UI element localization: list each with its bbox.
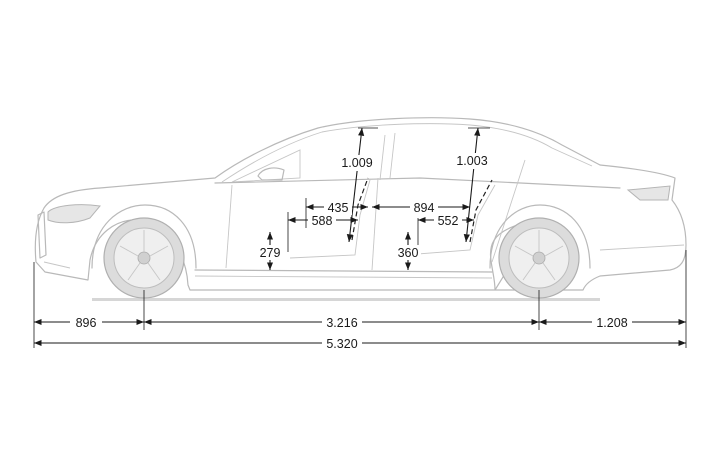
front-overhang-label: 896 (76, 316, 97, 330)
car-silhouette (34, 117, 687, 299)
front-headroom-line (346, 127, 365, 243)
front-seat-height-label: 279 (260, 246, 281, 260)
front-seat-depth-label: 435 (328, 201, 349, 215)
front-seat-backrest (351, 177, 369, 241)
rear-headroom-label: 1.003 (456, 154, 487, 168)
wheelbase-label: 3.216 (326, 316, 357, 330)
overall-length-label: 5.320 (326, 337, 357, 351)
rear-seat-height-label: 360 (398, 246, 419, 260)
rear-seat-backrest (469, 179, 493, 243)
ground-line (92, 298, 600, 301)
front-seat-cushion-label: 588 (312, 214, 333, 228)
rear-overhang-label: 1.208 (596, 316, 627, 330)
rear-seat-cushion-label: 552 (438, 214, 459, 228)
rear-legroom-label: 894 (414, 201, 435, 215)
rear-headroom-line (463, 127, 481, 243)
front-headroom-label: 1.009 (341, 156, 372, 170)
